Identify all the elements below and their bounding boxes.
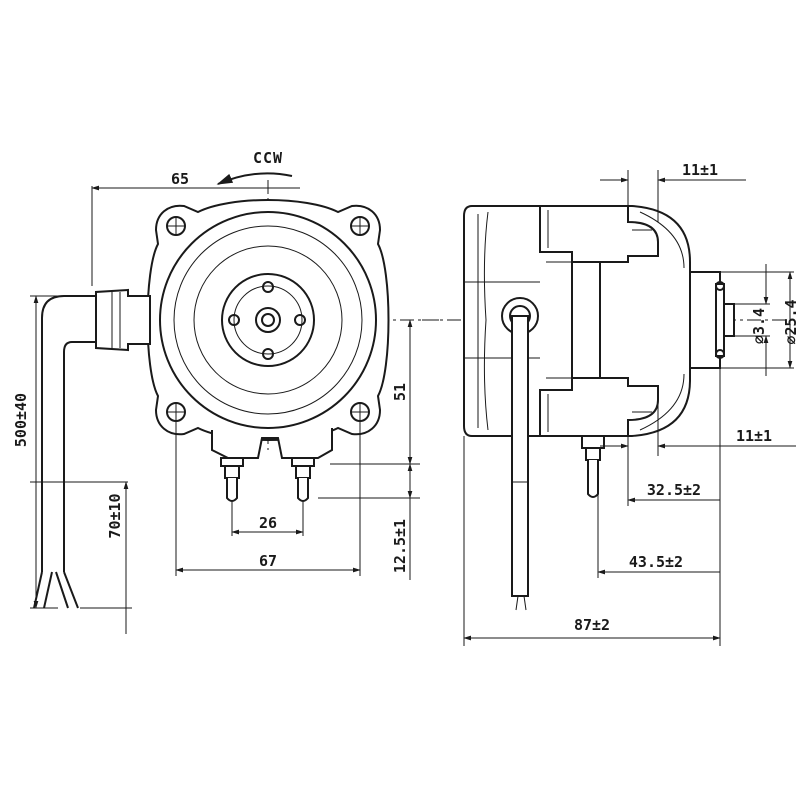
dim-cable-offset-label: 43.5±2 <box>629 553 683 571</box>
cable-outer <box>41 295 96 572</box>
front-view: CCW 65 <box>12 149 440 634</box>
dim-boss-diameter: ⌀25.4 <box>720 271 800 369</box>
dim-67-label: 67 <box>259 552 277 570</box>
dim-top-offset-label: 11±1 <box>682 161 718 179</box>
housing-ring <box>173 225 363 415</box>
shaft-end <box>723 303 735 337</box>
dim-mount-width: 67 <box>175 420 361 576</box>
hub-screw-bottom <box>262 348 274 360</box>
rotation-label: CCW <box>253 149 283 167</box>
dim-terminal-length: 12.5±1 <box>318 463 420 580</box>
dim-51-label: 51 <box>391 383 409 401</box>
dim-26-label: 26 <box>259 514 277 532</box>
dim-terminal-spacing: 26 <box>231 502 304 536</box>
hub-inner-ring <box>233 285 303 355</box>
dim-center-height: 51 <box>330 319 420 465</box>
dim-top-offset: 11±1 <box>600 161 746 222</box>
dim-cable-length: 500±40 <box>12 295 58 609</box>
dim-bottom-offset: 11±1 <box>600 404 796 456</box>
cable-inner <box>63 341 96 572</box>
dim-boss-diameter-label: ⌀25.4 <box>782 299 800 344</box>
hub-screw-right <box>294 314 306 326</box>
dim-65-label: 65 <box>171 170 189 188</box>
mounting-hole-top-right <box>350 216 370 236</box>
terminal-left <box>220 457 244 502</box>
mounting-hole-bottom-left <box>166 402 186 422</box>
dim-70-label: 70±10 <box>106 493 124 538</box>
side-cable <box>511 315 529 597</box>
dim-bottom-offset-label: 11±1 <box>736 427 772 445</box>
mounting-hole-top-left <box>166 216 186 236</box>
rotation-arrow <box>216 172 293 185</box>
dim-overall-depth: 87±2 <box>463 368 721 646</box>
dim-shaft-diameter: ⌀3.4 <box>734 264 770 376</box>
dim-terminal-offset-label: 32.5±2 <box>647 481 701 499</box>
hub-screw-left <box>228 314 240 326</box>
dim-cable-offset: 43.5±2 <box>597 500 720 578</box>
dim-strip-length: 70±10 <box>80 481 132 634</box>
terminal-right <box>291 457 315 502</box>
hub-ring <box>221 273 315 367</box>
dim-12-5-label: 12.5±1 <box>391 519 409 573</box>
wire-lead-left <box>33 571 43 609</box>
terminal-block <box>211 428 333 459</box>
dim-front-width: 65 <box>91 170 300 286</box>
cable-gland <box>95 288 151 352</box>
boss-screw-top <box>715 281 725 291</box>
mounting-flange <box>146 199 390 441</box>
dim-overall-depth-label: 87±2 <box>574 616 610 634</box>
shaft <box>261 313 275 327</box>
dim-shaft-diameter-label: ⌀3.4 <box>750 308 768 344</box>
housing-outer-ring <box>159 211 377 429</box>
wire-lead-right <box>55 571 69 609</box>
housing-inner-ring <box>193 245 343 395</box>
hub-screw-top <box>262 281 274 293</box>
side-view: 11±1 ⌀3.4 ⌀25.4 11±1 <box>422 161 800 646</box>
stator-core <box>571 261 601 379</box>
dim-terminal-offset: 32.5±2 <box>597 456 720 506</box>
boss-screw-bottom <box>715 349 725 359</box>
shaft-bore <box>255 307 281 333</box>
mounting-hole-bottom-right <box>350 402 370 422</box>
dim-500-label: 500±40 <box>12 393 30 447</box>
